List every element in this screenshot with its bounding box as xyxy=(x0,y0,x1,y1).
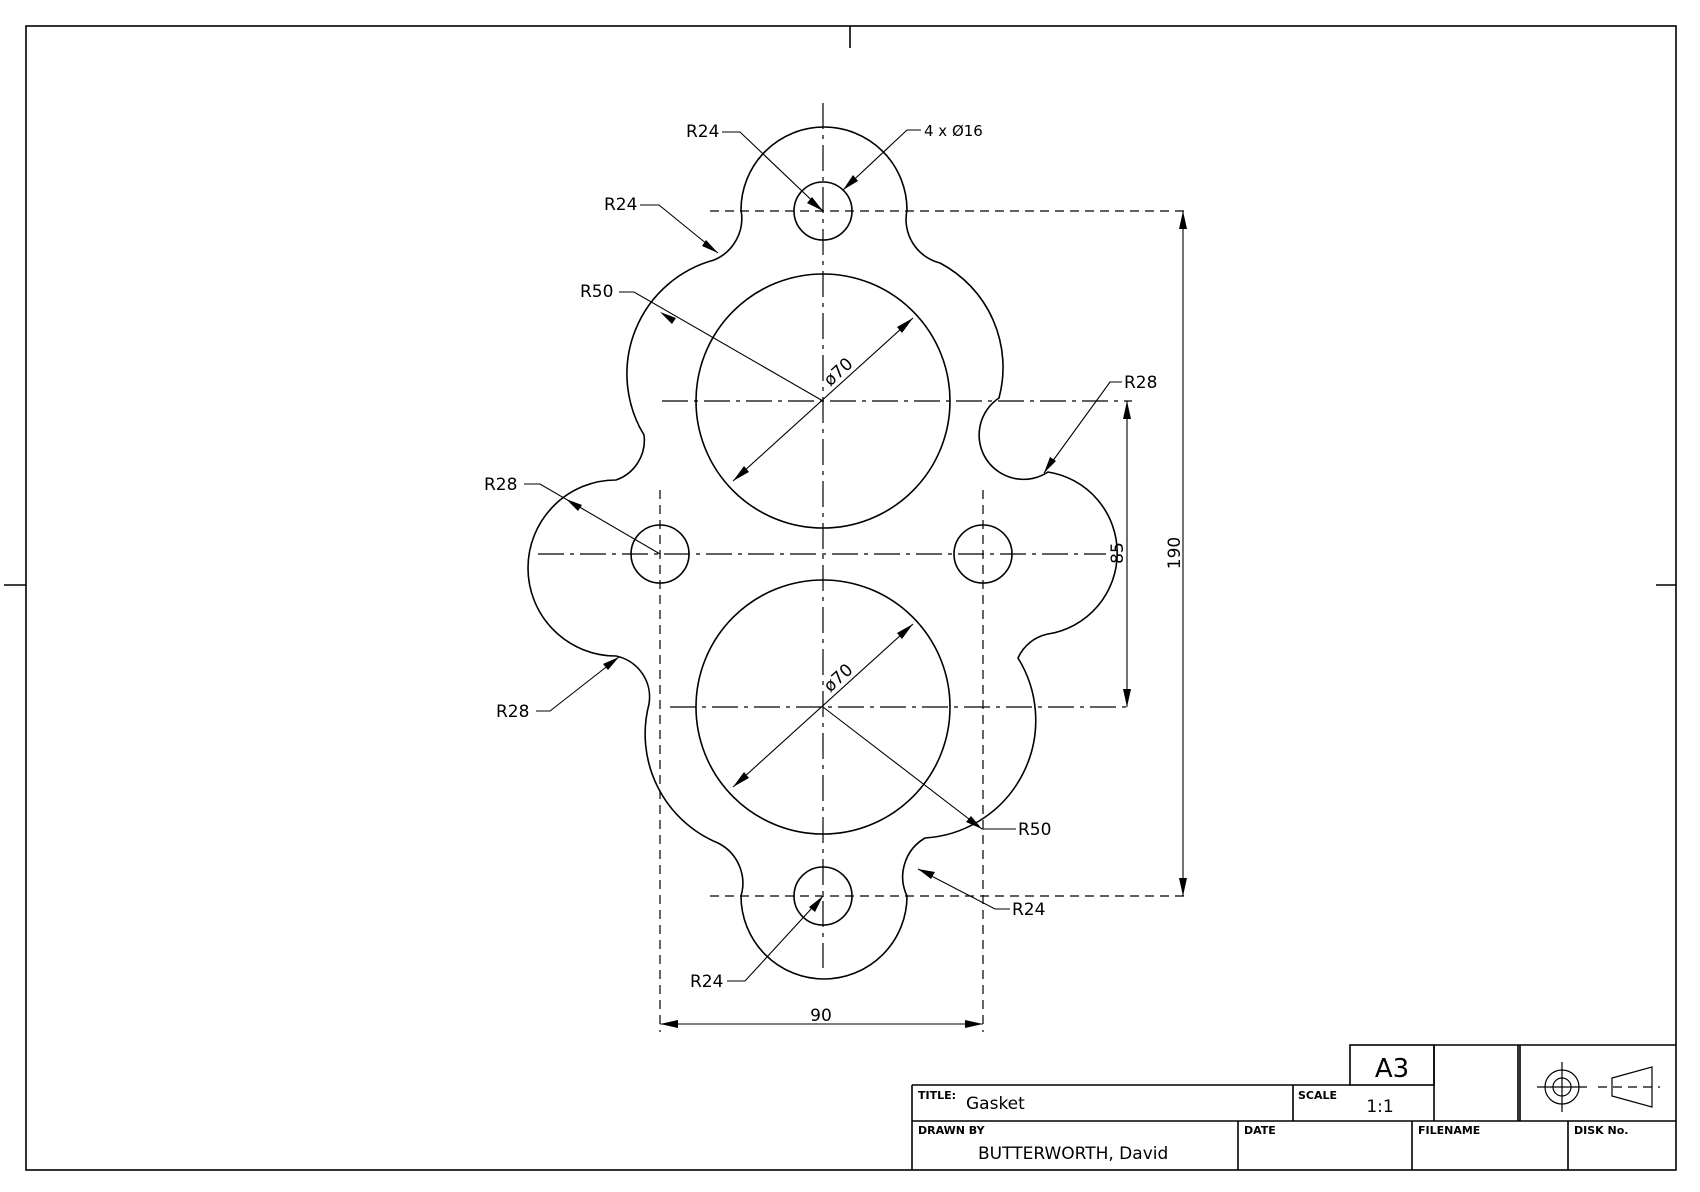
dim-190-arrow-top xyxy=(1179,211,1187,229)
r24-top-left-leader xyxy=(722,131,824,212)
scale-label: SCALE xyxy=(1298,1089,1337,1102)
date-label: DATE xyxy=(1244,1124,1276,1137)
r24-bottom-label: R24 xyxy=(690,972,723,992)
r24-left-label: R24 xyxy=(604,195,637,215)
dia70-lower-line xyxy=(732,623,914,788)
dim-85-label: 85 xyxy=(1108,542,1128,564)
r50-lower-arrow xyxy=(966,816,982,829)
gasket-outline xyxy=(527,126,1118,980)
border-frame xyxy=(25,25,1677,1171)
r50-upper-label: R50 xyxy=(580,282,613,302)
dim-90-arrow-right xyxy=(965,1020,983,1028)
r24-bottom-arrow xyxy=(809,896,823,912)
r28-lower-left-leader xyxy=(536,656,620,712)
dia70-lower-arrow-a xyxy=(733,772,749,787)
dia70-lower-label: ø70 xyxy=(820,660,857,696)
r28-lower-left-label: R28 xyxy=(496,702,529,722)
dim-90-label: 90 xyxy=(810,1006,832,1026)
r24-bottom-leader xyxy=(727,895,824,982)
hole-spec-arrow xyxy=(843,175,858,190)
dia70-upper-line xyxy=(732,317,914,482)
dim-190-arrow-bottom xyxy=(1179,878,1187,896)
dim-85-arrow-bottom xyxy=(1123,689,1131,707)
dia70-upper-arrow-b xyxy=(897,318,913,333)
sheet-size-value: A3 xyxy=(1375,1054,1409,1084)
r24-left-arrow xyxy=(702,240,718,253)
projection-symbol-icon xyxy=(1537,1062,1660,1112)
r28-lower-left-arrow xyxy=(603,657,619,670)
r50-upper-leader xyxy=(619,291,824,402)
r28-right-leader xyxy=(1043,381,1122,474)
r28-right-label: R28 xyxy=(1124,373,1157,393)
drawn-by-label: DRAWN BY xyxy=(918,1124,986,1137)
drawn-by-value: BUTTERWORTH, David xyxy=(978,1144,1168,1164)
dim-85-arrow-top xyxy=(1123,401,1131,419)
r24-left-leader xyxy=(640,204,719,254)
r28-left-label: R28 xyxy=(484,475,517,495)
filename-label: FILENAME xyxy=(1418,1124,1480,1137)
r24-top-left-arrow xyxy=(807,197,823,211)
title-block: A3 TITLE: Gasket SCALE 1:1 DRAWN BY BUTT… xyxy=(911,1044,1676,1170)
dia70-upper-label: ø70 xyxy=(820,354,857,390)
title-value: Gasket xyxy=(966,1094,1025,1114)
dim-90-arrow-left xyxy=(660,1020,678,1028)
r24-top-left-label: R24 xyxy=(686,122,719,142)
dia70-lower-arrow-b xyxy=(897,624,913,639)
r28-right-arrow xyxy=(1044,457,1056,473)
r50-lower-leader xyxy=(822,706,1016,830)
dia70-upper-arrow-a xyxy=(733,466,749,481)
dim-190-label: 190 xyxy=(1165,537,1185,569)
r24-lower-right-arrow xyxy=(918,869,935,879)
hole-spec-leader xyxy=(842,129,921,191)
scale-value: 1:1 xyxy=(1366,1097,1393,1117)
r50-lower-label: R50 xyxy=(1018,820,1051,840)
r24-lower-right-label: R24 xyxy=(1012,900,1045,920)
title-label: TITLE: xyxy=(918,1089,956,1102)
disk-label: DISK No. xyxy=(1574,1124,1628,1137)
hole-spec-label: 4 x Ø16 xyxy=(924,122,983,140)
r28-left-arrow xyxy=(566,499,582,511)
r50-upper-arrow xyxy=(660,312,676,324)
r24-lower-right-leader xyxy=(917,868,1010,910)
r28-left-leader xyxy=(524,483,661,555)
